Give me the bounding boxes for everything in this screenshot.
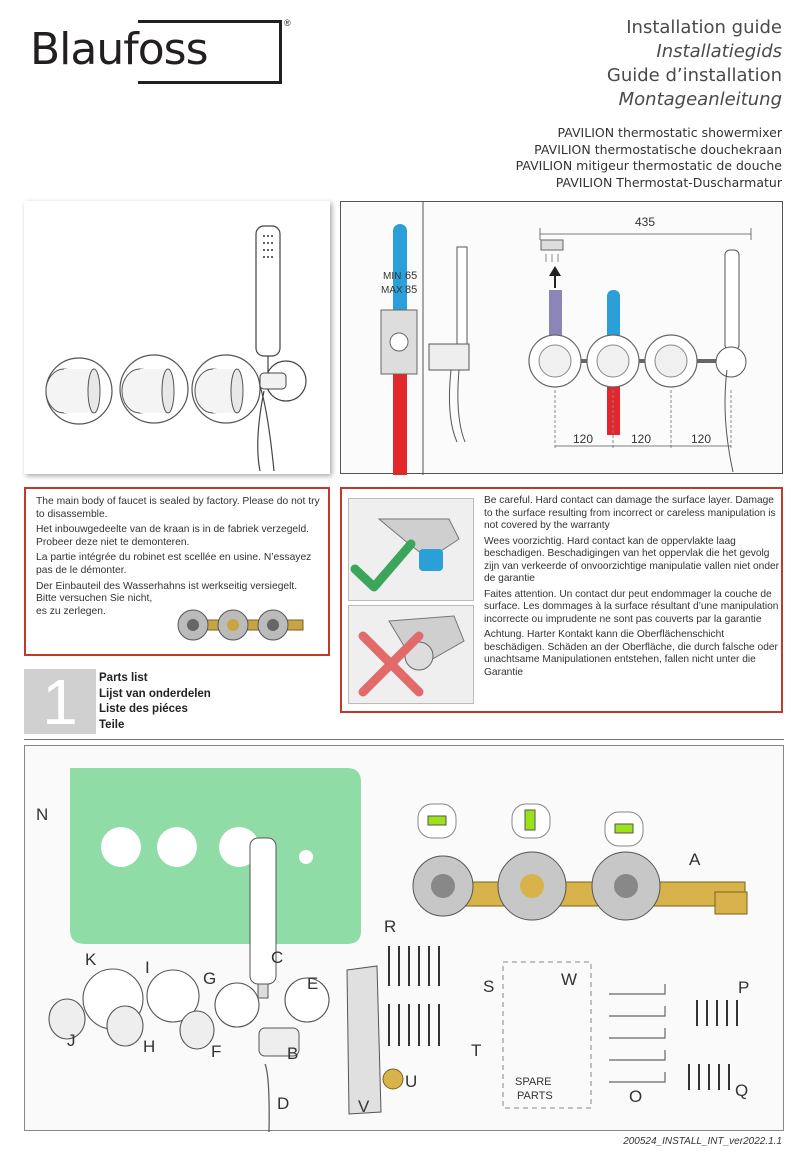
part-label-d: D (277, 1094, 290, 1113)
nut-u (382, 1068, 404, 1090)
title-fr: Guide d’installation (606, 65, 782, 86)
subtitle-en: PAVILION thermostatic showermixer (557, 125, 783, 140)
notice-en: The main body of faucet is sealed by fac… (36, 496, 320, 520)
hose-d (264, 1063, 270, 1132)
part-label-i: I (145, 958, 150, 977)
correct-handling-image (348, 498, 474, 601)
caution-nl: Wees voorzichtig. Hard contact kan de op… (484, 535, 780, 585)
subtitle-nl: PAVILION thermostatische douchekraan (534, 141, 782, 157)
screws-r (388, 946, 440, 1046)
section-title-nl: Lijst van onderdelen (99, 687, 211, 700)
product-render (45, 225, 307, 472)
guide-titles: Installation guide Installatiegids Guide… (607, 16, 782, 112)
section-title-fr: Liste des piéces (99, 703, 188, 715)
knob-middle (119, 354, 189, 424)
logo-wordmark: Blaufoss (30, 24, 209, 75)
part-label-k: K (85, 950, 97, 969)
spacing-3: 120 (691, 432, 711, 446)
part-label-h: H (143, 1037, 156, 1056)
part-label-r: R (384, 917, 397, 936)
sleeve-v (346, 965, 382, 1115)
spacing-1: 120 (573, 432, 593, 446)
knob-right (191, 354, 261, 424)
caution-en: Be careful. Hard contact can damage the … (484, 495, 776, 531)
product-subtitles: PAVILION thermostatic showermixer PAVILI… (516, 125, 782, 191)
subtitle-de: PAVILION Thermostat-Duscharmatur (555, 174, 782, 190)
notice-nl: Het inbouwgedeelte van de kraan is in de… (36, 524, 310, 548)
section-title-de: Teile (99, 718, 125, 731)
width-dimension: 435 (635, 215, 655, 229)
section-title-en: Parts list (99, 672, 148, 684)
caution-fr: Faites attention. Un contact dur peut en… (484, 588, 779, 625)
part-label-p: P (738, 978, 750, 997)
cross-icon (358, 631, 424, 697)
installation-diagram: MIN 65 MAX 85 435 (380, 202, 752, 475)
knob-left (45, 357, 113, 425)
registered-mark: ® (284, 18, 291, 28)
min-value: 65 (405, 270, 417, 282)
title-nl: Installatiegids (656, 41, 782, 62)
incorrect-handling-image (348, 605, 474, 704)
part-label-t: T (471, 1041, 482, 1060)
spare-label-1: SPARE (515, 1076, 551, 1088)
surface-caution-notice: Be careful. Hard contact can damage the … (340, 487, 783, 713)
part-label-u: U (405, 1072, 418, 1091)
logo-frame (138, 20, 282, 84)
part-label-f: F (211, 1042, 222, 1061)
part-label-w: W (561, 970, 578, 989)
subtitle-fr: PAVILION mitigeur thermostatic de douche (515, 158, 782, 173)
caution-de: Achtung. Harter Kontakt kann die Oberflä… (484, 629, 778, 678)
part-label-s: S (483, 977, 495, 996)
part-label-c: C (271, 948, 284, 967)
title-de: Montageanleitung (618, 89, 782, 110)
cover-plate-n (70, 768, 361, 944)
parts-diagram: SPARE PARTS N A K I G C E J H F B D R V … (24, 745, 784, 1132)
title-en: Installation guide (626, 17, 782, 38)
part-label-e: E (307, 974, 319, 993)
document-version: 200524_INSTALL_INT_ver2022.1.1 (623, 1136, 782, 1147)
min-label: MIN (383, 271, 401, 282)
part-label-o: O (629, 1087, 643, 1106)
spacing-2: 120 (631, 432, 651, 446)
product-render-panel (24, 201, 330, 474)
part-label-b: B (287, 1044, 299, 1063)
part-label-a: A (689, 850, 701, 869)
installation-diagram-panel: MIN 65 MAX 85 435 (340, 201, 783, 475)
spirit-levels (417, 803, 644, 847)
holder-b (258, 1027, 300, 1057)
part-label-n: N (36, 805, 49, 824)
valve-body-a (412, 851, 748, 921)
section-divider (24, 739, 784, 740)
step-number: 1 (24, 669, 96, 735)
brand-logo: Blaufoss ® (30, 18, 291, 90)
part-label-q: Q (735, 1081, 749, 1100)
brackets-o (609, 984, 666, 1083)
part-label-v: V (358, 1097, 370, 1116)
check-icon (350, 539, 416, 592)
notice-de-2: Bitte versuchen Sie nicht, (36, 593, 153, 605)
max-label: MAX (381, 285, 403, 296)
notice-de-3: es zu zerlegen. (36, 605, 106, 617)
notice-fr: La partie intégrée du robinet est scellé… (36, 552, 312, 576)
section-heading: Parts list Lijst van onderdelen Liste de… (99, 671, 211, 733)
max-value: 85 (405, 284, 417, 296)
part-label-g: G (203, 969, 217, 988)
part-label-j: J (67, 1031, 76, 1050)
factory-seal-notice: The main body of faucet is sealed by fac… (24, 487, 330, 656)
valve-body-thumbnail (177, 609, 304, 641)
notice-de-1: Der Einbauteil des Wasserhahns ist werks… (36, 580, 298, 592)
spare-label-2: PARTS (517, 1090, 553, 1102)
